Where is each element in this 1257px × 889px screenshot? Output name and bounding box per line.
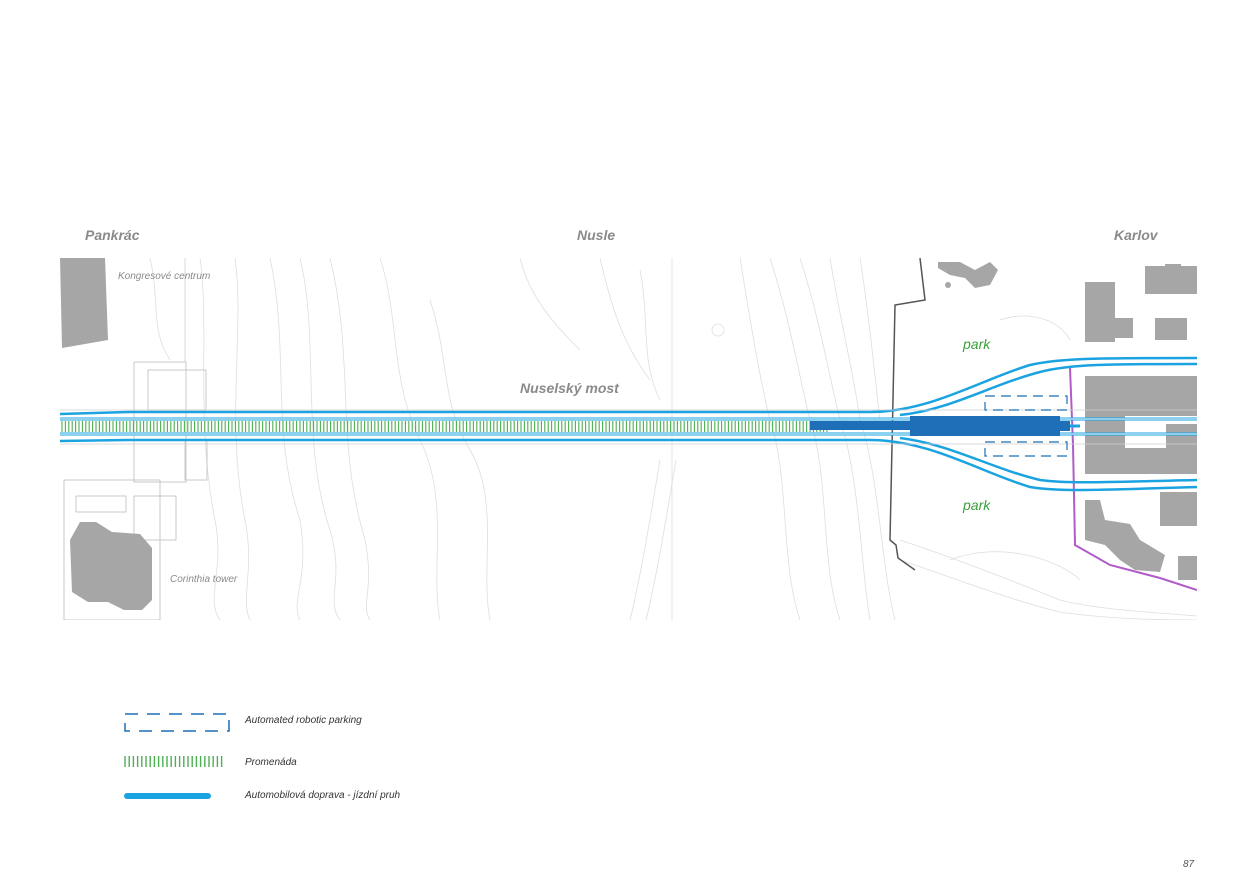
district-boundary — [1069, 367, 1197, 591]
promenade-strip — [61, 421, 828, 432]
label-park-north: park — [963, 336, 991, 352]
label-park-south: park — [963, 497, 991, 513]
legend-parking-swatch — [124, 713, 230, 732]
tunnel-entrance — [810, 421, 910, 430]
label-corinthia-tower: Corinthia tower — [170, 574, 238, 585]
parking-ramp — [910, 416, 1060, 436]
legend-promenade-label: Promenáda — [245, 757, 297, 768]
region-label-karlov: Karlov — [1114, 227, 1158, 243]
page-number: 87 — [1183, 859, 1195, 870]
region-label-pankrac: Pankrác — [85, 227, 140, 243]
legend-promenade-swatch — [124, 756, 223, 767]
corinthia-tower-footprint — [70, 522, 152, 610]
robotic-parking-north — [984, 395, 1068, 411]
pankrac-buildings — [60, 258, 208, 620]
legend-parking-label: Automated robotic parking — [245, 715, 362, 726]
karlov-buildings — [889, 258, 1197, 580]
robotic-parking-south — [984, 441, 1068, 457]
region-label-nusle: Nusle — [577, 227, 616, 243]
legend-traffic-label: Automobilová doprava - jízdní pruh — [245, 790, 401, 801]
label-nuselsky-most: Nuselský most — [520, 380, 619, 396]
label-kongresove-centrum: Kongresové centrum — [118, 271, 211, 282]
